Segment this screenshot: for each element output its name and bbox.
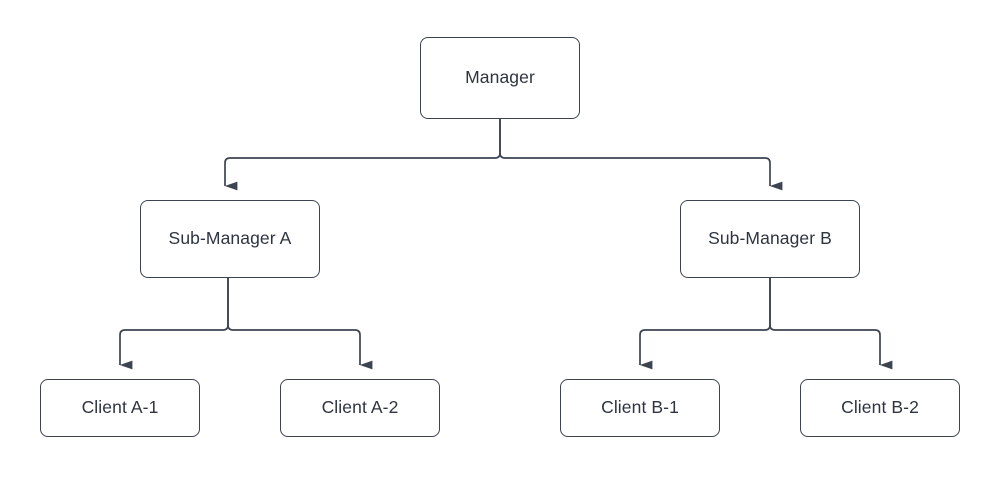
edge-sub-manager-a-to-client-a-2 (227, 278, 373, 370)
node-client-a-1[interactable]: Client A-1 (40, 379, 200, 437)
node-client-b-2-label: Client B-2 (841, 397, 919, 418)
node-sub-manager-b-label: Sub-Manager B (708, 228, 832, 249)
edge-manager-to-sub-manager-a (224, 119, 501, 191)
node-client-a-2-label: Client A-2 (321, 397, 399, 418)
node-manager-label: Manager (465, 67, 535, 88)
edge-manager-to-sub-manager-b (499, 119, 783, 191)
node-client-a-2[interactable]: Client A-2 (280, 379, 440, 437)
edge-sub-manager-b-to-client-b-1 (639, 278, 771, 370)
node-sub-manager-b[interactable]: Sub-Manager B (680, 200, 860, 278)
edge-sub-manager-b-to-client-b-2 (769, 278, 893, 370)
edge-sub-manager-a-to-client-a-1 (119, 278, 229, 370)
node-client-a-1-label: Client A-1 (81, 397, 159, 418)
node-client-b-1[interactable]: Client B-1 (560, 379, 720, 437)
node-client-b-1-label: Client B-1 (601, 397, 679, 418)
node-client-b-2[interactable]: Client B-2 (800, 379, 960, 437)
node-sub-manager-a-label: Sub-Manager A (168, 228, 292, 249)
node-sub-manager-a[interactable]: Sub-Manager A (140, 200, 320, 278)
node-manager[interactable]: Manager (420, 37, 580, 119)
